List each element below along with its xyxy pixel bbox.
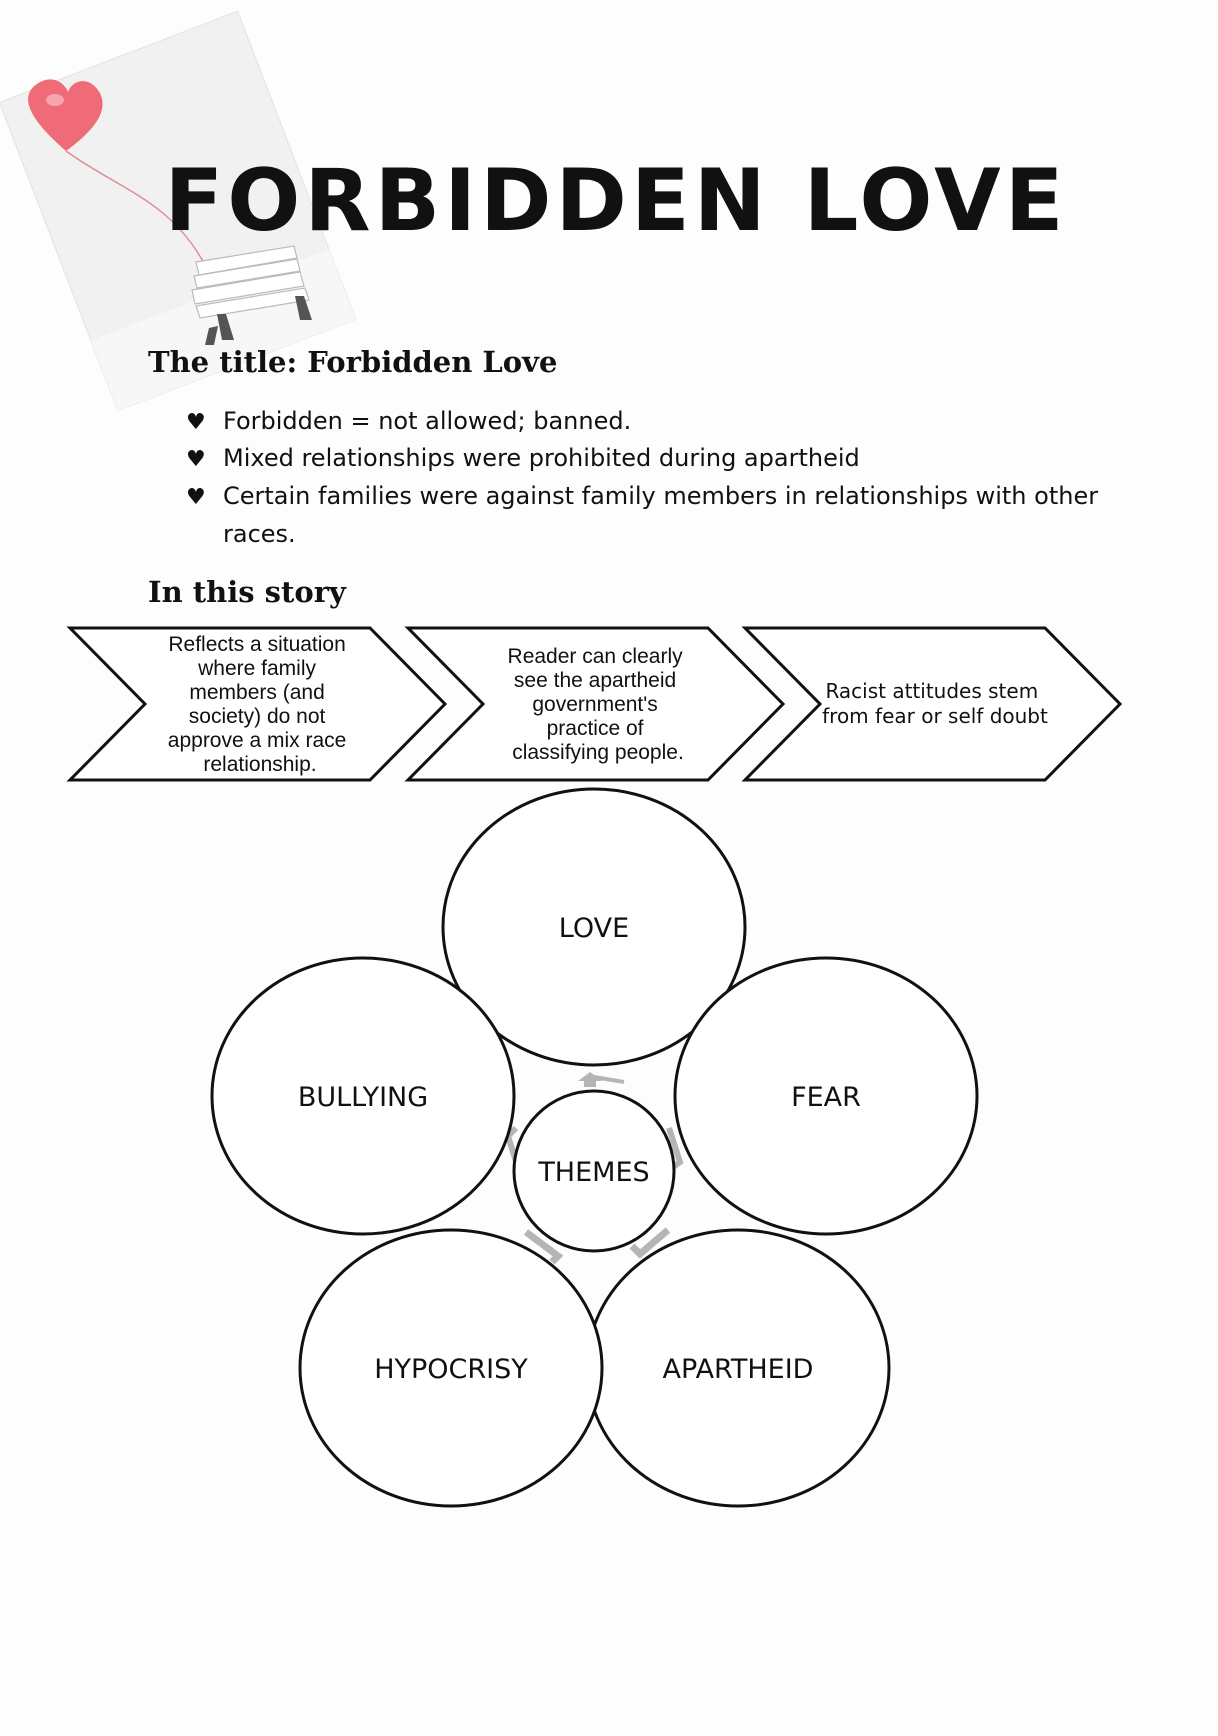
theme-label-apartheid: APARTHEID [663,1354,814,1385]
bullet-item: Certain families were against family mem… [223,482,1098,510]
chevron-text-2: Reader can clearly see the apartheid gov… [508,645,689,764]
heart-bullet-icon: ♥ [186,447,206,472]
theme-circle-fear [673,956,979,1236]
chevron-shape-3 [741,626,1123,782]
chevron-shape-1 [66,626,448,782]
page-title: FORBIDDEN LOVE [165,151,1068,251]
theme-label-hypocrisy: HYPOCRISY [374,1354,528,1385]
theme-label-fear: FEAR [791,1082,861,1113]
chevron-shape-2 [404,626,786,782]
themes-diagram: LOVE FEAR APARTHEID HYPOCRISY BULLYING T… [210,787,979,1508]
cycle-arrow-icon [523,1229,564,1265]
cycle-arrow-icon [629,1227,671,1259]
theme-label-love: LOVE [559,913,629,944]
chevron-text-3: Racist attitudes stem from fear or self … [822,679,1048,728]
section-heading-title: The title: Forbidden Love [148,345,557,379]
heart-bullet-icon: ♥ [186,410,206,435]
chevron-text-1: Reflects a situation where family member… [168,633,352,776]
bullet-list: ♥ Forbidden = not allowed; banned. ♥ Mix… [186,407,1098,548]
theme-label-center: THEMES [537,1157,649,1188]
theme-circle-hypocrisy [298,1228,604,1508]
theme-label-bullying: BULLYING [298,1082,428,1113]
bullet-item: Mixed relationships were prohibited duri… [223,444,860,472]
heart-bullet-icon: ♥ [186,485,206,510]
bench-icon [191,245,312,345]
section-heading-story: In this story [148,575,347,609]
chevron-process: Reflects a situation where family member… [66,626,1123,782]
theme-circle-love [441,787,747,1067]
cycle-arrow-icon [578,1072,602,1087]
bullet-item-continued: races. [223,520,296,548]
balloon-icon [28,79,206,266]
theme-circle-bullying [210,956,516,1236]
theme-circle-center [512,1089,676,1253]
bullet-item: Forbidden = not allowed; banned. [223,407,631,435]
